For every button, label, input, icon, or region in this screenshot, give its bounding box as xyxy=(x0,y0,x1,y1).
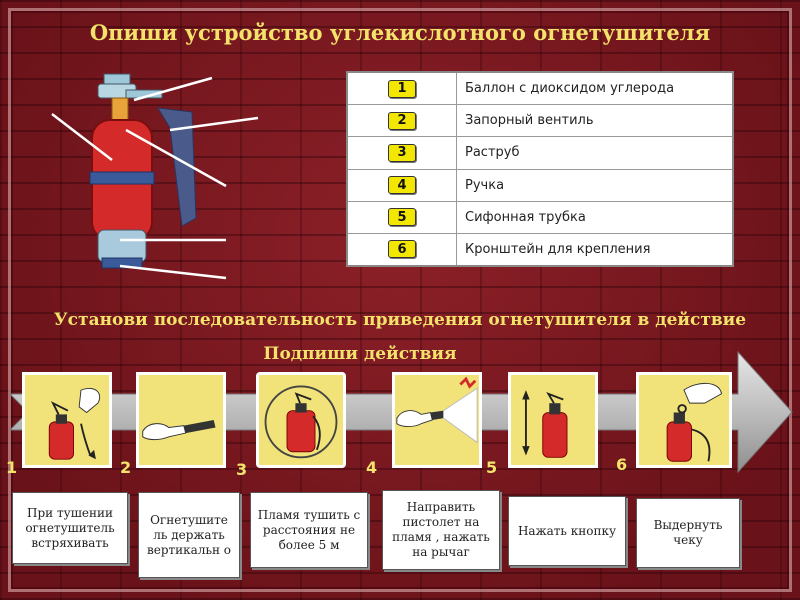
caption-text: Огнетушите ль держать вертикальн о xyxy=(146,512,232,557)
shake-extinguisher-illustration xyxy=(48,388,101,460)
step-caption-2[interactable]: Огнетушите ль держать вертикальн о xyxy=(138,492,240,578)
number-badge[interactable]: 4 xyxy=(388,176,416,195)
extinguisher-diagram xyxy=(51,73,259,280)
step-tile-3[interactable] xyxy=(256,372,346,468)
sequence-heading: Установи последовательность приведения о… xyxy=(53,310,747,330)
step-tile-5[interactable] xyxy=(508,372,598,468)
step-number: 5 xyxy=(486,458,498,477)
part-label: Баллон с диоксидом углерода xyxy=(465,81,675,97)
part-label: Запорный вентиль xyxy=(465,113,594,129)
upright-extinguisher-illustration xyxy=(264,385,338,459)
part-label: Сифонная трубка xyxy=(465,209,586,225)
step-tile-6[interactable] xyxy=(636,372,732,468)
number-badge[interactable]: 1 xyxy=(388,79,416,98)
part-label: Раструб xyxy=(465,145,520,161)
step-caption-6[interactable]: Выдернуть чеку xyxy=(636,498,740,568)
step-number: 1 xyxy=(6,458,18,477)
aim-nozzle-illustration xyxy=(396,376,478,444)
step-caption-1[interactable]: При тушении огнетушитель встряхивать xyxy=(12,492,128,564)
table-row: 3 Раструб xyxy=(348,137,732,170)
slide-title: Опиши устройство углекислотного огнетуши… xyxy=(89,20,711,45)
table-row: 1 Баллон с диоксидом углерода xyxy=(348,73,732,106)
step-tile-4[interactable] xyxy=(392,372,482,468)
slide-frame xyxy=(8,8,792,592)
press-button-illustration xyxy=(522,390,568,458)
part-label: Ручка xyxy=(465,177,505,193)
number-badge[interactable]: 2 xyxy=(388,111,416,130)
caption-text: Нажать кнопку xyxy=(517,523,617,538)
number-badge[interactable]: 5 xyxy=(388,208,416,227)
step-tile-1[interactable] xyxy=(22,372,112,468)
actions-heading: Подпиши действия xyxy=(263,344,457,364)
step-number: 6 xyxy=(616,455,628,474)
table-row: 4 Ручка xyxy=(348,169,732,202)
caption-text: Направить пистолет на пламя , нажать на … xyxy=(392,500,490,559)
caption-text: Выдернуть чеку xyxy=(653,518,723,547)
table-row: 6 Кронштейн для крепления xyxy=(348,233,732,266)
step-tile-2[interactable] xyxy=(136,372,226,468)
caption-text: При тушении огнетушитель встряхивать xyxy=(25,505,115,550)
step-number: 3 xyxy=(236,460,248,479)
step-caption-3[interactable]: Пламя тушить с расстояния не более 5 м xyxy=(250,492,368,568)
table-row: 5 Сифонная трубка xyxy=(348,201,732,234)
step-number: 2 xyxy=(120,458,132,477)
step-caption-5[interactable]: Нажать кнопку xyxy=(508,496,626,566)
hold-nozzle-illustration xyxy=(142,420,216,441)
pull-pin-illustration xyxy=(666,382,723,462)
parts-table: 1 Баллон с диоксидом углерода 2 Запорный… xyxy=(346,71,734,267)
step-caption-4[interactable]: Направить пистолет на пламя , нажать на … xyxy=(382,490,500,570)
number-badge[interactable]: 6 xyxy=(388,240,416,259)
part-label: Кронштейн для крепления xyxy=(465,241,651,257)
caption-text: Пламя тушить с расстояния не более 5 м xyxy=(257,507,361,552)
table-row: 2 Запорный вентиль xyxy=(348,105,732,138)
step-number: 4 xyxy=(366,458,378,477)
number-badge[interactable]: 3 xyxy=(388,143,416,162)
